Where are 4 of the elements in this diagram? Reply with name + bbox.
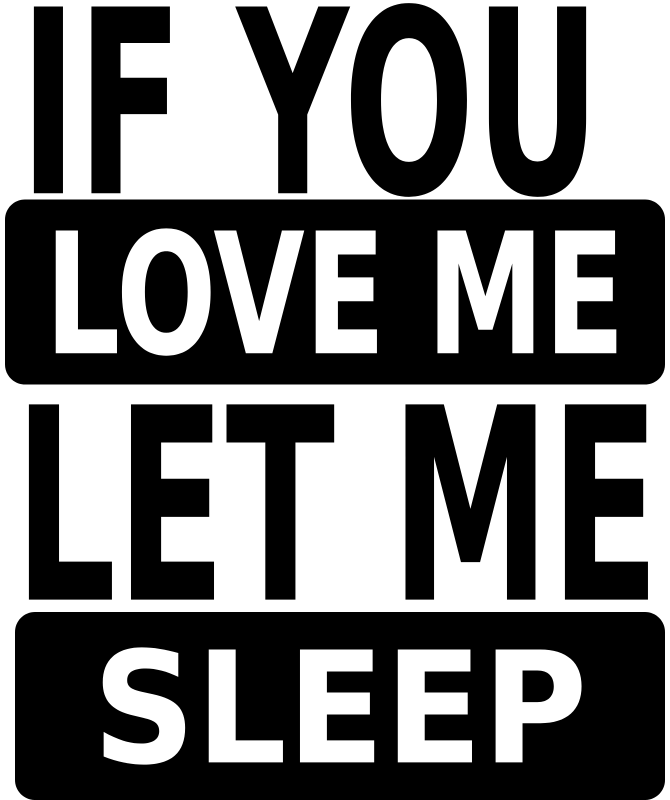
headline-text: LET ME [28, 404, 648, 600]
headline-text: IF YOU [34, 3, 586, 197]
banner-box: SLEEP [15, 612, 665, 800]
banner-box: LOVE ME [5, 200, 665, 384]
